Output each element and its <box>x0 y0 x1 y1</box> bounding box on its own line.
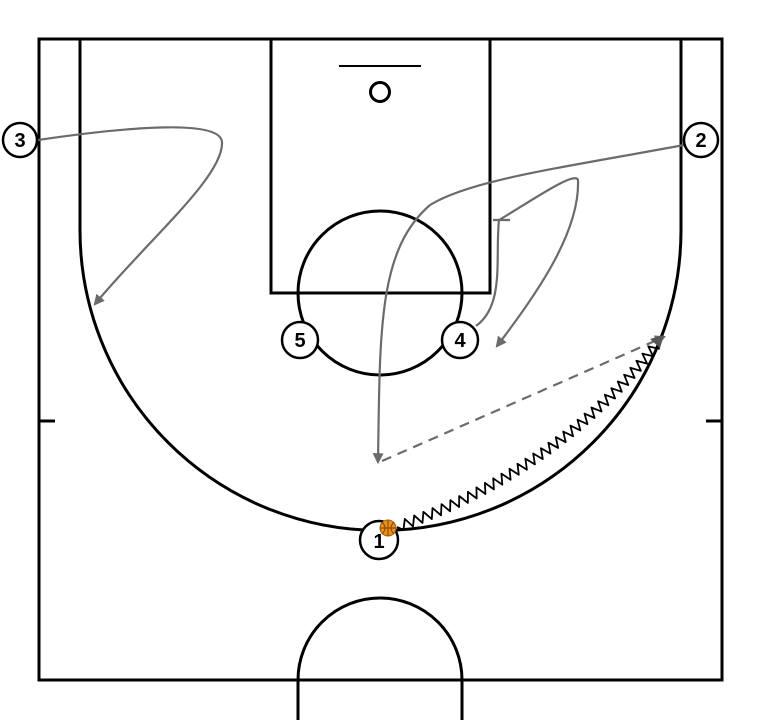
player-2-label: 2 <box>695 130 706 152</box>
player-3-cut-path <box>37 126 224 306</box>
players: 3 2 5 4 1 <box>1 121 720 561</box>
player-4-label: 4 <box>454 330 466 352</box>
pass-line <box>381 335 667 463</box>
free-throw-lane <box>269 37 492 295</box>
player-2-cut-path <box>372 143 685 465</box>
dribble-path <box>396 341 660 531</box>
player-5[interactable]: 5 <box>280 320 320 360</box>
player-2[interactable]: 2 <box>682 121 720 159</box>
dribble-arrowhead <box>650 335 664 348</box>
center-circle <box>296 596 464 720</box>
player-3-label: 3 <box>14 130 25 152</box>
player-5-label: 5 <box>294 330 305 352</box>
play-actions <box>37 126 685 531</box>
rim <box>369 81 391 103</box>
basketball-icon <box>379 519 397 537</box>
player-4[interactable]: 4 <box>440 320 480 360</box>
three-point-line <box>78 39 683 532</box>
player-3[interactable]: 3 <box>1 121 39 159</box>
player-1-label: 1 <box>373 531 384 553</box>
player-4-cut-path <box>475 177 580 348</box>
